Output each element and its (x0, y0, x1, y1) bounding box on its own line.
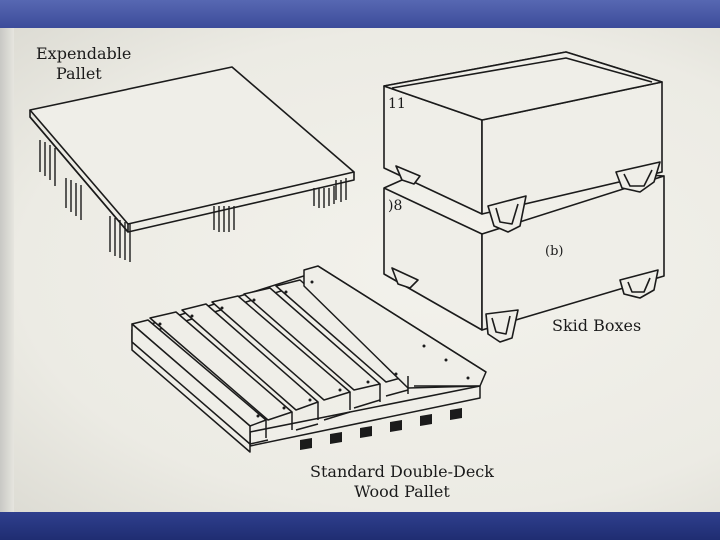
skid-boxes-label: Skid Boxes (552, 316, 641, 336)
expendable-pallet-label-line2: Pallet (36, 64, 131, 84)
wood-pallet-label-line1: Standard Double-Deck (286, 462, 518, 482)
box-mark-bottom: )8 (388, 196, 402, 216)
box-mark-top: 11 (388, 94, 406, 114)
expendable-pallet-label-line1: Expendable (36, 44, 131, 64)
wood-pallet-label-line2: Wood Pallet (286, 482, 518, 502)
box-mark-b: (b) (545, 242, 563, 262)
skid-boxes-drawing (384, 52, 664, 342)
wood-pallet-label: Standard Double-Deck Wood Pallet (286, 462, 518, 502)
expendable-pallet-label: Expendable Pallet (36, 44, 131, 84)
expendable-pallet-drawing (30, 67, 354, 262)
